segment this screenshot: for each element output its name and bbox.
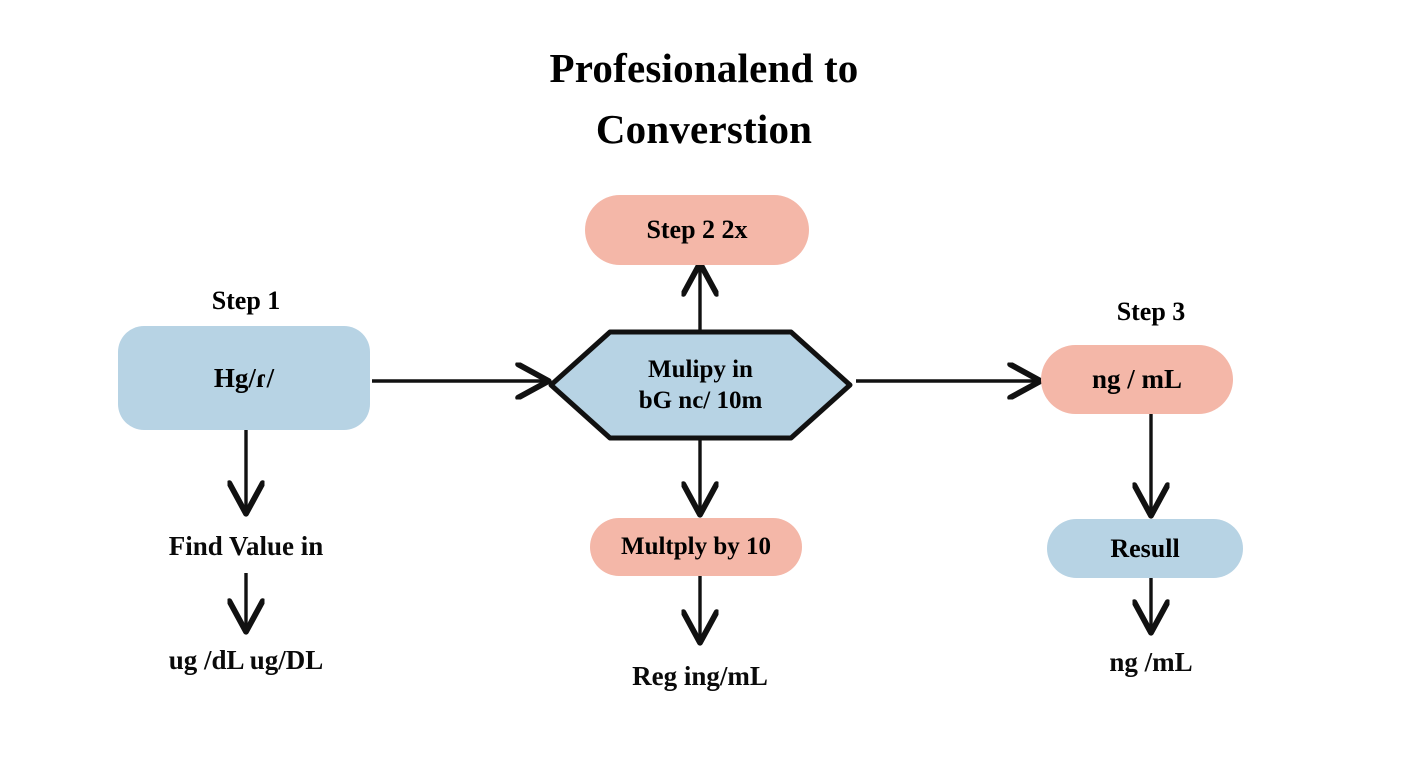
node-step-2[interactable]: Step 2 2x (585, 195, 809, 265)
node-step-1-unit[interactable]: Hg/ɾ/ (118, 326, 370, 430)
page-title-line-1: Profesionalend to (549, 45, 859, 91)
node-decision-multiply[interactable]: Mulipy in bG nc/ 10m (548, 329, 853, 441)
step-1-caption: Step 1 (211, 286, 281, 315)
page-title-line-2: Converstion (595, 106, 813, 152)
label-ug-dl: ug /dL ug/DL (168, 645, 324, 675)
label-ng-ml: ng /mL (1109, 647, 1193, 677)
step-3-caption: Step 3 (1116, 297, 1186, 326)
node-result[interactable]: Resull (1047, 519, 1243, 578)
page-title: Profesionalend to Converstion (0, 38, 1408, 160)
label-reg-ing-ml: Reg ing/mL (632, 661, 768, 691)
node-multiply-by-10[interactable]: Multply by 10 (590, 518, 802, 576)
node-step-3-unit[interactable]: ng / mL (1041, 345, 1233, 414)
label-find-value-in: Find Value in (168, 531, 324, 561)
hexagon-shape (548, 329, 853, 441)
